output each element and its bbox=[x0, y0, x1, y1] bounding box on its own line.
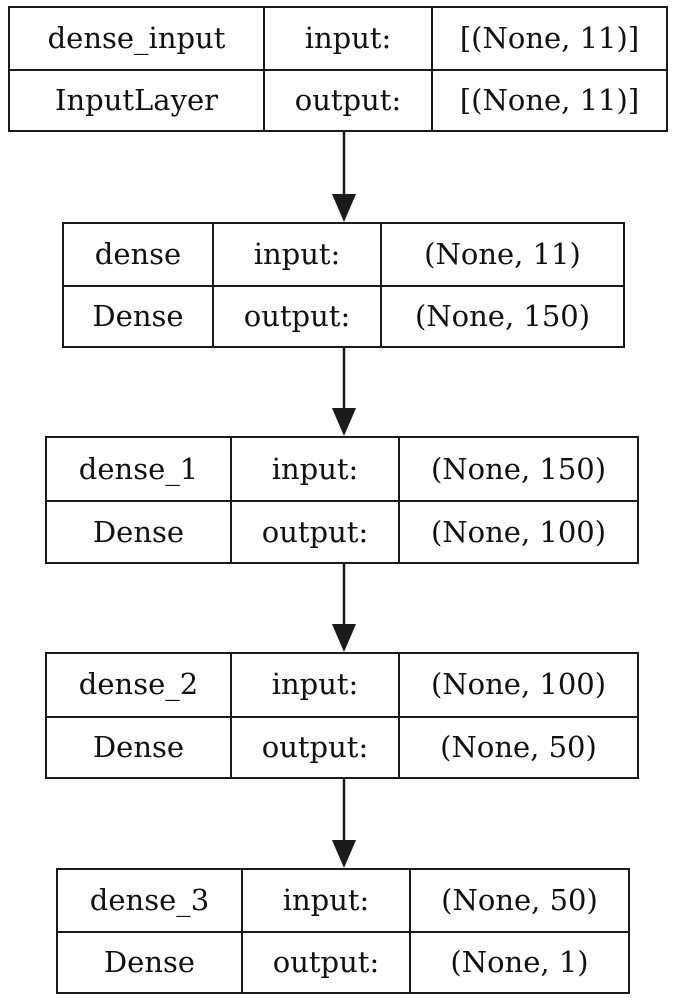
output-label: output: bbox=[230, 715, 398, 777]
layer-name: dense_3 bbox=[89, 883, 210, 917]
layer-box-dense-2: dense_2 input: (None, 100) Dense output:… bbox=[45, 652, 639, 779]
layer-type: Dense bbox=[58, 931, 241, 992]
layer-type: Dense bbox=[47, 715, 230, 778]
input-shape: (None, 150) bbox=[398, 438, 637, 500]
input-shape: [(None, 11)] bbox=[431, 8, 666, 69]
layer-name: dense_1 bbox=[78, 451, 199, 486]
input-label: input: bbox=[212, 224, 380, 285]
layer-box-dense-3: dense_3 input: (None, 50) Dense output: … bbox=[56, 868, 630, 994]
layer-box-dense: dense input: (None, 11) Dense output: (N… bbox=[62, 222, 625, 348]
output-shape: (None, 150) bbox=[380, 285, 623, 346]
layer-box-dense-input: dense_input input: [(None, 11)] InputLay… bbox=[8, 6, 668, 132]
arrow-head-3-4 bbox=[332, 840, 356, 868]
output-label: output: bbox=[263, 69, 431, 130]
output-shape: [(None, 11)] bbox=[431, 69, 666, 130]
input-label: input: bbox=[263, 8, 431, 69]
arrow-head-2-3 bbox=[332, 624, 356, 652]
output-shape: (None, 100) bbox=[398, 500, 637, 562]
layer-box-dense-1: dense_1 input: (None, 150) Dense output:… bbox=[45, 436, 639, 564]
layer-name: dense_2 bbox=[78, 667, 199, 702]
arrow-head-1-2 bbox=[332, 408, 356, 436]
output-label: output: bbox=[230, 500, 398, 562]
layer-type: InputLayer bbox=[10, 69, 263, 130]
output-label: output: bbox=[241, 931, 409, 992]
output-label: output: bbox=[212, 285, 380, 346]
input-label: input: bbox=[230, 654, 398, 716]
input-shape: (None, 11) bbox=[380, 224, 623, 285]
arrow-head-0-1 bbox=[332, 194, 356, 222]
output-shape: (None, 50) bbox=[398, 715, 637, 777]
input-label: input: bbox=[230, 438, 398, 500]
input-shape: (None, 100) bbox=[398, 654, 637, 716]
layer-name: dense_input bbox=[47, 21, 226, 55]
layer-name: dense bbox=[94, 237, 182, 271]
output-shape: (None, 1) bbox=[409, 931, 628, 992]
input-shape: (None, 50) bbox=[409, 870, 628, 931]
layer-type: Dense bbox=[47, 500, 230, 562]
input-label: input: bbox=[241, 870, 409, 931]
layer-type: Dense bbox=[64, 285, 212, 346]
